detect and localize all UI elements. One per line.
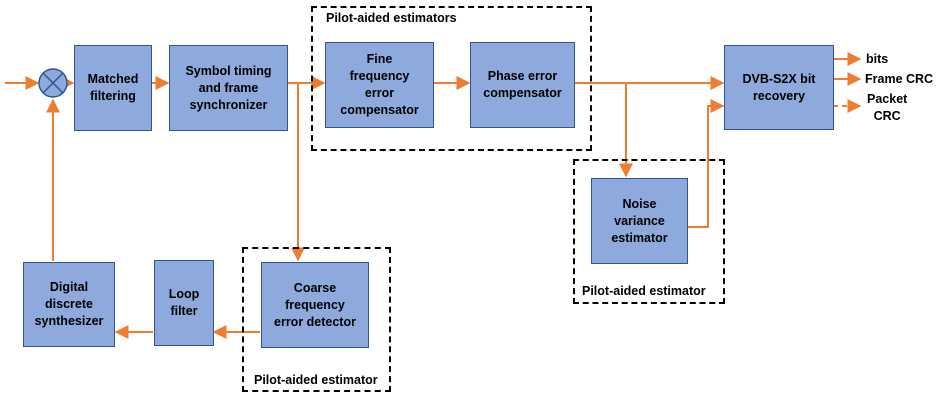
output-packet-crc-label: Packet CRC (867, 92, 908, 123)
group-coarse-estimator (242, 247, 391, 392)
output-bits-label: bits (866, 52, 889, 66)
arrow-noise-to-dvb (688, 99, 725, 228)
group-noise-estimator (573, 159, 725, 304)
group-coarse-label: Pilot-aided estimator (254, 373, 378, 387)
output-frame-crc-label: Frame CRC (865, 72, 934, 86)
group-top-label: Pilot-aided estimators (326, 11, 457, 25)
group-top-estimators (311, 6, 592, 151)
group-noise-label: Pilot-aided estimator (582, 284, 706, 298)
multiplier-circle-icon (38, 68, 68, 98)
